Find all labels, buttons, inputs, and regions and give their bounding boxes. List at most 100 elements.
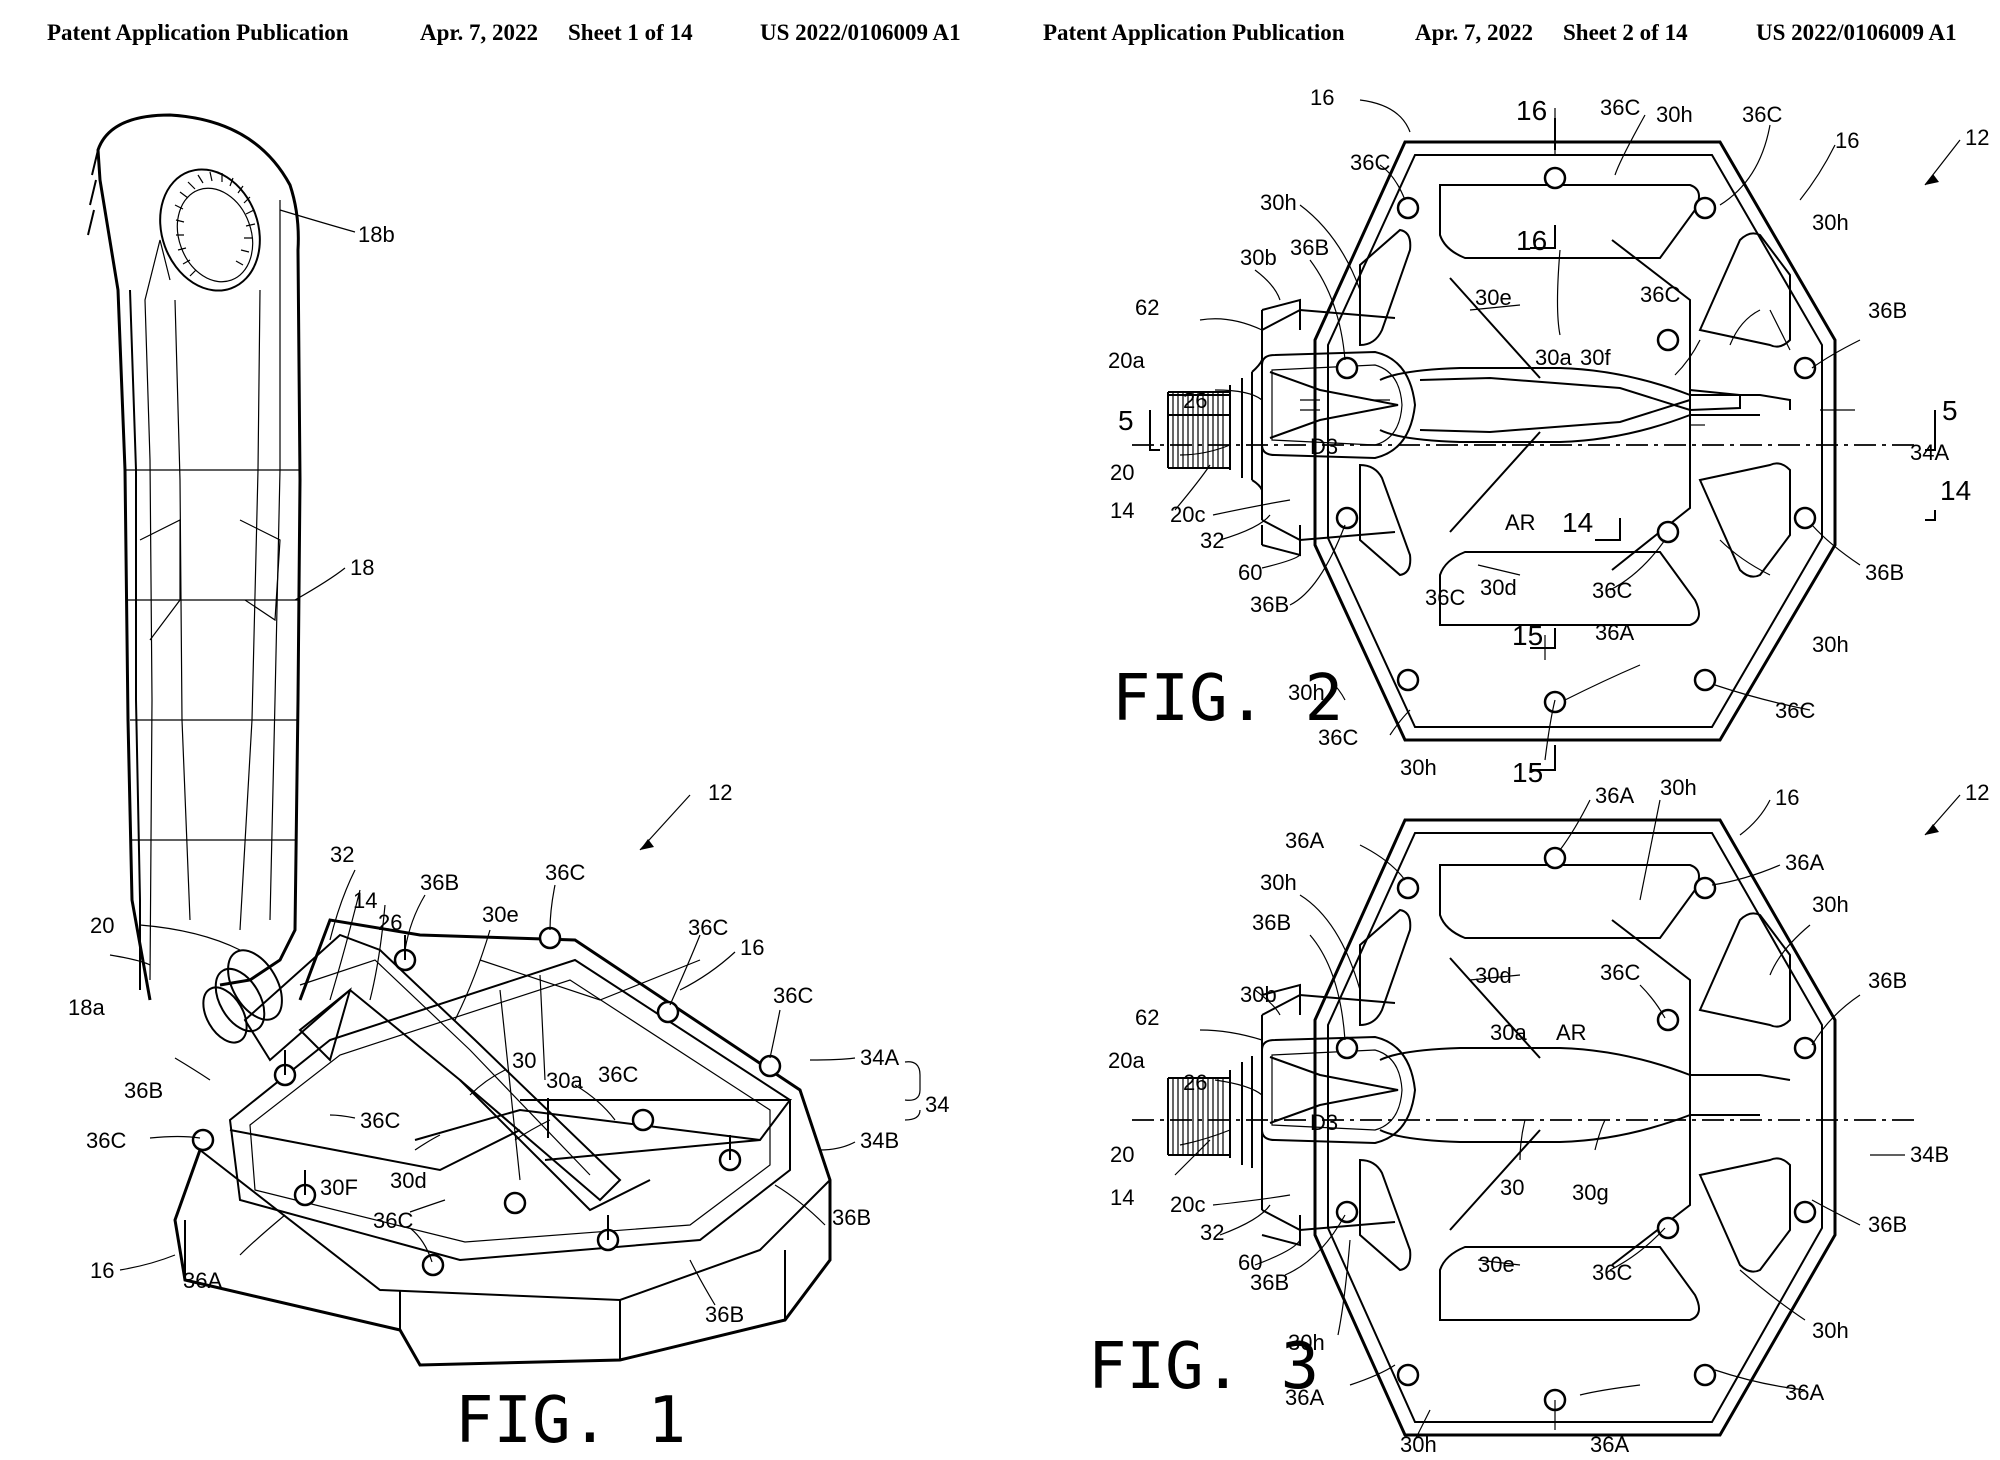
fig2-label-5-right: 5 [1942,395,1958,426]
fig3-label-30h-left: 30h [1260,870,1297,895]
fig3-label-30h-right2: 30h [1812,1318,1849,1343]
fig2-label-60: 60 [1238,560,1262,585]
label-36C-left: 36C [86,1128,126,1153]
fig2-label-36B-d: 36B [1250,592,1289,617]
fig2-label-15-bottom: 15 [1512,757,1543,788]
fig3-label-32: 32 [1200,1220,1224,1245]
header-date: Apr. 7, 2022 [420,20,538,45]
header-publication: Patent Application Publication [47,20,349,45]
fig3-label-30e: 30e [1478,1252,1515,1277]
fig3-labels: 36A 30h 16 12 36A 36A 30h 30h 36B 30d 36… [1088,775,1989,1457]
label-26: 26 [378,910,402,935]
fig1-leaders [109,209,921,1306]
fig3-label-36A-c: 36A [1785,850,1824,875]
fig2-label-34A: 34A [1910,440,1949,465]
fig3-label-30d: 30d [1475,963,1512,988]
fig3-label-12: 12 [1965,780,1989,805]
fig3-label-36A-f: 36A [1590,1432,1629,1457]
fig1-drawing: 18b 18 18a 20 32 14 26 36B 30e 36C 36C 1… [68,113,949,1458]
label-20: 20 [90,913,114,938]
fig3-pins [1335,846,1817,1412]
fig2-label-36C-e: 36C [1592,578,1632,603]
label-36C-bottom: 36C [373,1208,413,1233]
label-18: 18 [350,555,374,580]
fig3-label-36A-e: 36A [1785,1380,1824,1405]
label-36B-right: 36B [832,1205,871,1230]
label-30e: 30e [482,902,519,927]
crank-arm [87,113,302,1001]
fig2-label-30h-left: 30h [1260,190,1297,215]
fig3-label-60: 60 [1238,1250,1262,1275]
fig2-label-5-left: 5 [1118,405,1134,436]
fig2-labels: 16 16 36C 30h 36C 16 12 36C 16 30h 30h 3… [1108,85,1989,788]
fig3-label-16: 16 [1775,785,1799,810]
fig2-label-16-right: 16 [1835,128,1859,153]
fig2-label-12: 12 [1965,125,1989,150]
label-12: 12 [708,780,732,805]
fig2-label-36C-d: 36C [1640,282,1680,307]
fig3-label-20a: 20a [1108,1048,1145,1073]
label-30a: 30a [546,1068,583,1093]
fig2-label-36C-c: 36C [1350,150,1390,175]
fig2-fig3-drawing: 16 16 36C 30h 36C 16 12 36C 16 30h 30h 3… [1088,85,1989,1457]
label-30d: 30d [390,1168,427,1193]
fig3-label-30a: 30a [1490,1020,1527,1045]
fig2-label-14-inner: 14 [1562,507,1593,538]
fig3-label-20c: 20c [1170,1192,1205,1217]
fig3-label-30g: 30g [1572,1180,1609,1205]
fig2-pedal [1132,118,1936,771]
label-36B-left: 36B [124,1078,163,1103]
fig3-label-36A-a: 36A [1595,783,1634,808]
fig2-label-36B-a: 36B [1290,235,1329,260]
fig2-label-30h-bottom: 30h [1400,755,1437,780]
fig2-label-14-section: 14 [1940,475,1971,506]
fig3-label-30h-right: 30h [1812,892,1849,917]
fig1-caption: FIG. 1 [455,1384,686,1458]
fig2-label-16-section: 16 [1516,95,1547,126]
label-18a: 18a [68,995,105,1020]
label-34: 34 [925,1092,949,1117]
fig3-label-36B-a: 36B [1252,910,1291,935]
label-36C-right: 36C [773,983,813,1008]
fig2-label-20c: 20c [1170,502,1205,527]
header-number: US 2022/0106009 A1 [1756,20,1957,45]
label-36C-center: 36C [598,1062,638,1087]
fig3-label-AR: AR [1556,1020,1587,1045]
label-14: 14 [353,888,377,913]
fig3-pedal [1132,818,1915,1437]
fig2-label-16-inner: 16 [1516,225,1547,256]
fig3-label-36B-d: 36B [1250,1270,1289,1295]
fig3-label-30h-left2: 30h [1288,1330,1325,1355]
fig3-label-36A-d: 36A [1285,1385,1324,1410]
fig3-label-30b: 30b [1240,982,1277,1007]
fig2-label-36C-h: 36C [1775,698,1815,723]
fig2-label-26: 26 [1183,388,1207,413]
fig2-label-30a: 30a [1535,345,1572,370]
fig2-label-36B-b: 36B [1868,298,1907,323]
label-16-bottom: 16 [90,1258,114,1283]
sheet-1: Patent Application Publication Apr. 7, 2… [47,20,961,1458]
label-36C-top: 36C [545,860,585,885]
fig2-label-30b: 30b [1240,245,1277,270]
pedal-body [173,918,832,1367]
fig2-label-30h-right2: 30h [1812,632,1849,657]
fig3-label-14: 14 [1110,1185,1134,1210]
fig2-label-36B-c: 36B [1865,560,1904,585]
fig2-label-30h-right: 30h [1812,210,1849,235]
fig3-label-26: 26 [1183,1070,1207,1095]
fig2-label-30h-top: 30h [1656,102,1693,127]
sheet-2: Patent Application Publication Apr. 7, 2… [1000,0,2000,1460]
label-34A: 34A [860,1045,899,1070]
fig2-label-20a: 20a [1108,348,1145,373]
fig2-label-16-top: 16 [1310,85,1334,110]
fig3-label-36B-c: 36B [1868,1212,1907,1237]
fig2-label-14: 14 [1110,498,1134,523]
fig3-label-20: 20 [1110,1142,1134,1167]
fig3-label-30h-top: 30h [1660,775,1697,800]
fig2-pins [1335,166,1817,714]
fig2-label-30h-left2: 30h [1288,680,1325,705]
label-36C-mid: 36C [688,915,728,940]
label-16: 16 [740,935,764,960]
fig2-label-20: 20 [1110,460,1134,485]
fig2-leaders [1174,99,1961,761]
